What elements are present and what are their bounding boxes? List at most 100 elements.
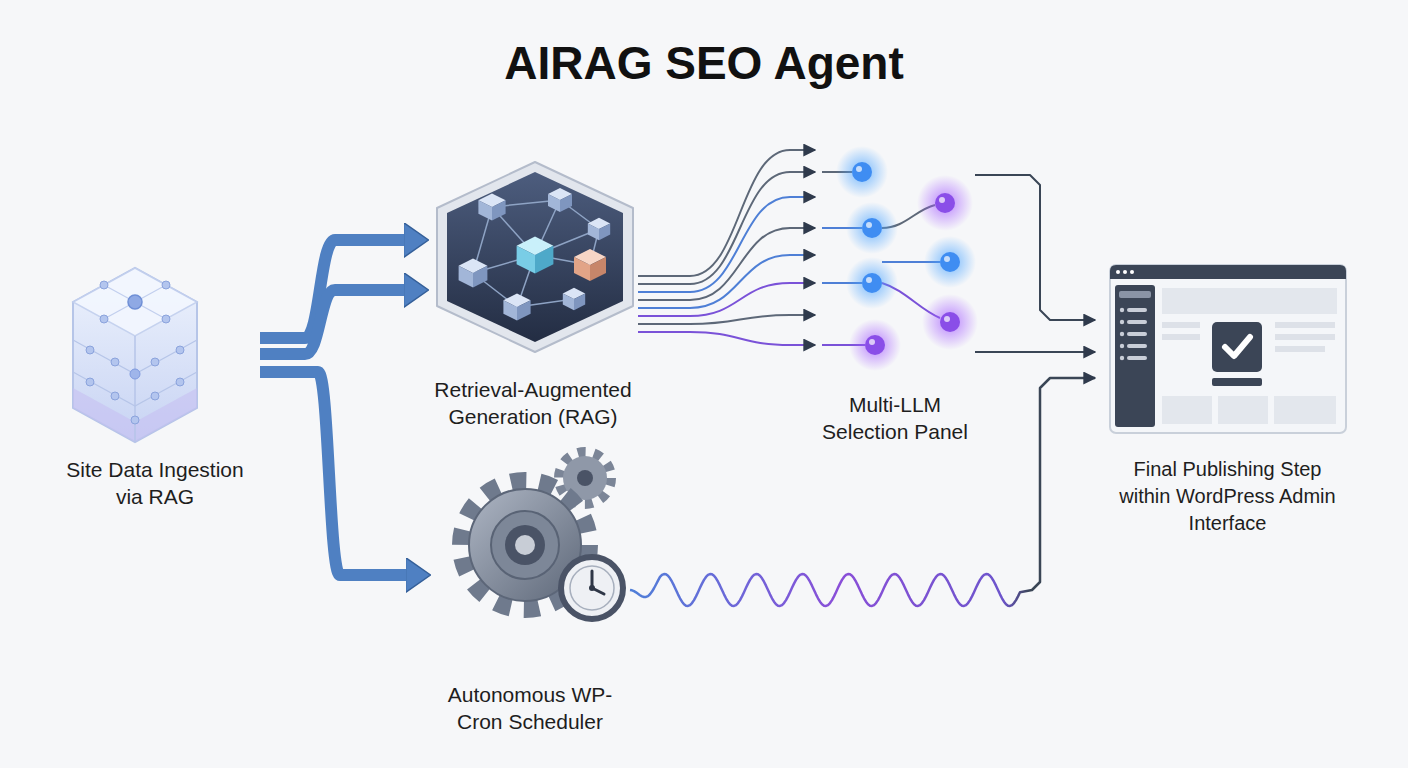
llm-node-dots-part [852, 162, 872, 182]
connector-line [638, 197, 815, 292]
admin-window-icon-part [1274, 396, 1336, 424]
admin-window-icon-part [1218, 396, 1268, 424]
llm-node-dots-part-part [866, 222, 872, 228]
admin-window-icon-part [1275, 322, 1335, 328]
flow-arrow [260, 372, 408, 575]
llm-node-dots-part [865, 335, 885, 355]
data-cube-icon-part [134, 336, 136, 442]
admin-window-icon-part-part [1120, 308, 1124, 312]
connector-group [638, 283, 815, 316]
node-label: Autonomous WP-Cron Scheduler [430, 681, 630, 735]
data-cube-icon-part [162, 281, 170, 289]
node-label: Multi-LLM Selection Panel [815, 391, 975, 445]
admin-window-icon-part [1110, 265, 1346, 433]
scheduler-gear-icon-part [561, 557, 623, 619]
admin-window-icon-part-part [1120, 320, 1124, 324]
connector-group [975, 175, 1095, 320]
connector-group [638, 315, 815, 324]
admin-window-icon-part-part [1120, 356, 1124, 360]
connector-group [638, 172, 815, 284]
llm-node-dots-part-part [856, 166, 862, 172]
admin-window-icon [1110, 265, 1346, 433]
connector-group [630, 378, 1095, 606]
connector-line [638, 228, 815, 300]
data-cube-icon-part [151, 392, 159, 400]
data-cube-icon-part [111, 358, 119, 366]
connector-group [260, 240, 406, 338]
connector-group [638, 255, 815, 308]
llm-node-dots-part [940, 252, 960, 272]
scheduler-gear-icon-part [570, 566, 614, 610]
llm-node-dots-part [862, 218, 882, 238]
process-node: Site Data Ingestion via RAG [50, 260, 260, 510]
data-cube-icon-part [100, 315, 108, 323]
data-cube-icon-part [86, 378, 94, 386]
process-node: Autonomous WP-Cron Scheduler [430, 420, 630, 735]
data-cube-icon-part [111, 392, 119, 400]
node-label: Site Data Ingestion via RAG [50, 456, 260, 510]
admin-window-icon-part [1115, 285, 1155, 427]
connector-group [638, 228, 815, 300]
connector-line [975, 351, 1095, 353]
admin-window-icon-part [1275, 334, 1335, 340]
diagram-title: AIRAG SEO Agent [0, 36, 1408, 90]
data-cube-icon-part [86, 346, 94, 354]
connector-line [638, 283, 815, 316]
connector-group [260, 372, 408, 575]
admin-window-icon-part [1162, 334, 1200, 340]
admin-window-icon-part-part [1127, 308, 1147, 312]
rag-hexagon-icon-part [574, 249, 606, 281]
rag-hexagon-icon-part [588, 218, 610, 240]
admin-window-icon-part [1212, 322, 1262, 372]
llm-node-dots-part [935, 193, 955, 213]
llm-node-dots-part-part [869, 339, 875, 345]
admin-window-icon-part [1119, 291, 1151, 298]
rag-hexagon-icon [437, 162, 633, 352]
llm-node-dots-part-part [866, 277, 872, 283]
scheduler-gear-icon-part [577, 470, 593, 486]
process-node: Retrieval-Augmented Generation (RAG) [428, 170, 638, 430]
admin-window-icon-part [1162, 396, 1212, 424]
data-cube-icon-part [104, 285, 166, 319]
admin-window-icon-part [1123, 270, 1127, 274]
llm-node-dots-part [917, 175, 973, 231]
admin-window-icon-part [1130, 270, 1134, 274]
admin-window-icon-part [1116, 270, 1120, 274]
connector-line [975, 175, 1095, 320]
connector-group [638, 332, 815, 345]
data-cube-icon-part [131, 416, 139, 424]
admin-window-icon-part [1110, 265, 1346, 279]
llm-node-dots-part-part [944, 256, 950, 262]
rag-hexagon-icon-part [437, 162, 633, 352]
data-cube-icon-part [162, 315, 170, 323]
process-node: Final Publishing Step within WordPress A… [1095, 262, 1360, 537]
data-cube-icon-part [176, 346, 184, 354]
rag-hexagon-icon-part [447, 172, 623, 342]
llm-node-dots-part-part [939, 197, 945, 203]
llm-node-dots-part [924, 236, 976, 288]
llm-node-dots-part [846, 202, 898, 254]
rag-hexagon-icon-part [459, 259, 488, 288]
connector-group [260, 290, 406, 354]
admin-window-icon-part [1275, 346, 1325, 352]
connector-line [630, 378, 1095, 606]
connector-line [638, 332, 815, 345]
llm-node-dots-part [862, 273, 882, 293]
scheduler-gear-icon-part [589, 585, 595, 591]
rag-hexagon-icon-part [548, 188, 572, 212]
data-cube-icon-part [104, 285, 166, 319]
data-cube-icon-part [151, 358, 159, 366]
admin-window-icon-part-part [1127, 344, 1147, 348]
connector-line [638, 255, 815, 308]
admin-window-icon-part [1162, 288, 1337, 314]
flow-arrow [260, 240, 406, 338]
data-cube-icon-part [100, 281, 108, 289]
llm-node-dots-part [922, 294, 978, 350]
data-cube-icon-part [128, 295, 142, 309]
node-label: Final Publishing Step within WordPress A… [1111, 456, 1345, 537]
admin-window-icon-part-part [1127, 332, 1147, 336]
connector-group [638, 197, 815, 292]
data-cube-icon [73, 268, 197, 442]
